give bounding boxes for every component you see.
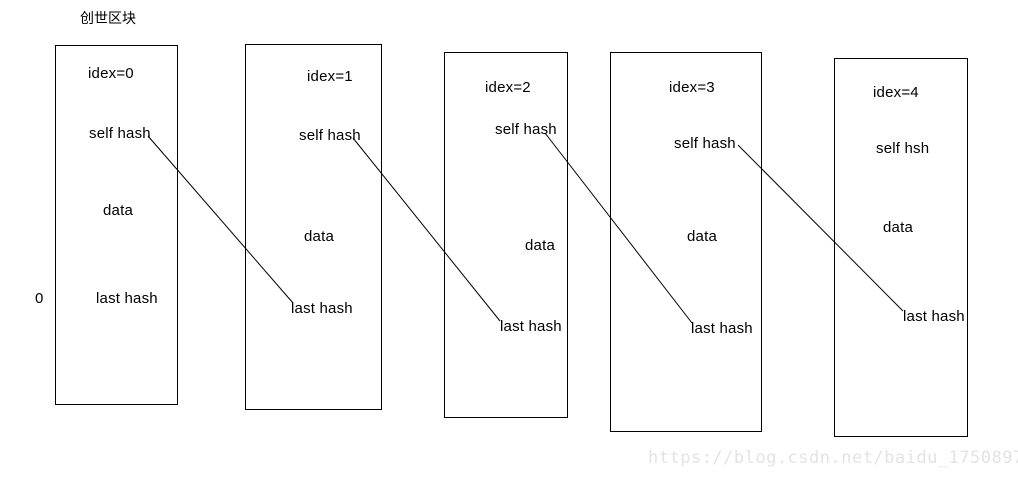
block-1-data: data (304, 228, 334, 245)
block-2[interactable] (444, 52, 568, 418)
block-0-last-hash: last hash (96, 290, 158, 307)
block-2-index: idex=2 (485, 79, 531, 96)
genesis-index-label: 0 (35, 290, 44, 307)
block-3[interactable] (610, 52, 762, 432)
csdn-watermark: https://blog.csdn.net/baidu_17508977 (648, 448, 1018, 468)
block-2-self-hash: self hash (495, 121, 557, 138)
block-4-index: idex=4 (873, 84, 919, 101)
block-3-index: idex=3 (669, 79, 715, 96)
block-4[interactable] (834, 58, 968, 437)
block-0-index: idex=0 (88, 65, 134, 82)
block-1-index: idex=1 (307, 68, 353, 85)
block-0-data: data (103, 202, 133, 219)
block-3-self-hash: self hash (674, 135, 736, 152)
block-2-data: data (525, 237, 555, 254)
block-4-self-hash: self hsh (876, 140, 930, 157)
block-1[interactable] (245, 44, 382, 410)
block-4-last-hash: last hash (903, 308, 965, 325)
block-1-self-hash: self hash (299, 127, 361, 144)
block-0[interactable] (55, 45, 178, 405)
block-3-data: data (687, 228, 717, 245)
block-4-data: data (883, 219, 913, 236)
block-2-last-hash: last hash (500, 318, 562, 335)
block-1-last-hash: last hash (291, 300, 353, 317)
block-0-self-hash: self hash (89, 125, 151, 142)
genesis-block-title: 创世区块 (80, 11, 136, 27)
block-3-last-hash: last hash (691, 320, 753, 337)
